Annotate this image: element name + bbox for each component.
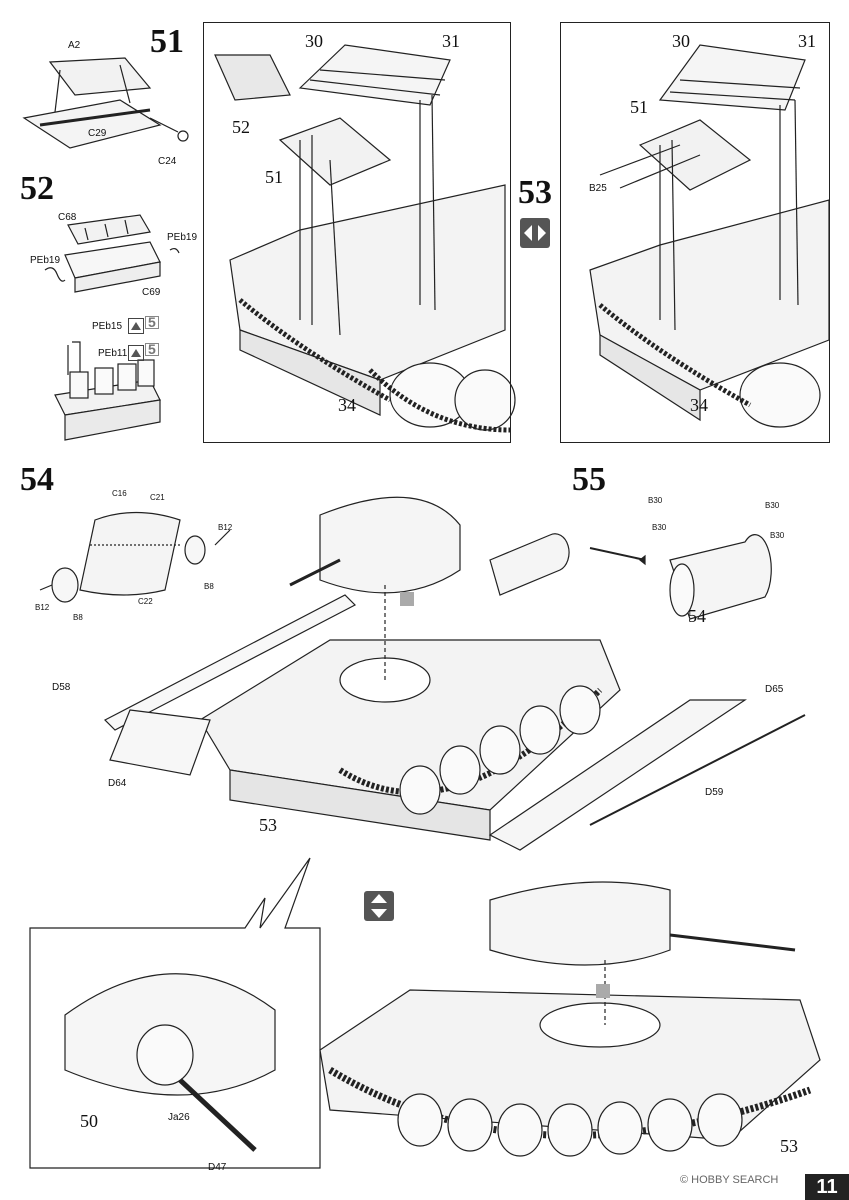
watermark: © HOBBY SEARCH	[680, 1174, 779, 1186]
label-d64: D64	[108, 778, 127, 789]
label-53-final: 53	[780, 1136, 798, 1156]
label-b8-right: B8	[204, 582, 214, 591]
label-34-left: 34	[338, 395, 356, 415]
page-number: 11	[805, 1174, 849, 1200]
label-c21: C21	[150, 493, 165, 502]
step-51-number: 51	[150, 23, 184, 60]
label-peb15: PEb15	[92, 321, 123, 332]
label-b25: B25	[589, 183, 607, 194]
label-c16: C16	[112, 489, 127, 498]
step-55-number: 55	[572, 461, 606, 498]
label-31-right: 31	[798, 31, 816, 51]
label-54: 54	[688, 606, 706, 626]
label-53-step54: 53	[259, 815, 277, 835]
label-b30-2: B30	[765, 501, 780, 510]
label-50: 50	[80, 1111, 98, 1131]
label-peb19-right: PEb19	[167, 232, 198, 243]
label-30-right: 30	[672, 31, 690, 51]
label-c68: C68	[58, 212, 77, 223]
alignment-marker-icon	[400, 592, 414, 606]
photo-etch-icon	[128, 318, 144, 334]
label-c29: C29	[88, 128, 107, 139]
label-b30-1: B30	[648, 496, 663, 505]
label-peb15-qty: 5	[145, 315, 159, 329]
label-31-left: 31	[442, 31, 460, 51]
label-52: 52	[232, 117, 250, 137]
label-peb19-left: PEb19	[30, 255, 61, 266]
photo-etch-icon	[128, 345, 144, 361]
label-51-right: 51	[630, 97, 648, 117]
label-b12-left: B12	[35, 603, 50, 612]
label-a2: A2	[68, 40, 81, 51]
label-d59: D59	[705, 787, 724, 798]
rotate-view-icon	[364, 891, 394, 921]
alignment-marker-icon	[596, 984, 610, 998]
label-c24: C24	[158, 156, 177, 167]
swap-view-icon	[520, 218, 550, 248]
label-30-left: 30	[305, 31, 323, 51]
label-b30-4: B30	[770, 531, 785, 540]
step-52-number: 52	[20, 170, 54, 207]
label-d58: D58	[52, 682, 71, 693]
step-53-right-frame	[560, 22, 830, 443]
label-b12-right: B12	[218, 523, 233, 532]
label-c22: C22	[138, 597, 153, 606]
label-d65: D65	[765, 684, 784, 695]
label-ja26: Ja26	[168, 1112, 190, 1123]
step-54-number: 54	[20, 461, 54, 498]
step-53-number: 53	[518, 174, 552, 211]
label-34-right: 34	[690, 395, 708, 415]
step-53-left-frame	[203, 22, 511, 443]
label-b30-3: B30	[652, 523, 667, 532]
label-peb11-qty: 5	[145, 342, 159, 356]
label-51-left: 51	[265, 167, 283, 187]
label-d47: D47	[208, 1162, 227, 1173]
label-peb11: PEb11	[98, 348, 128, 359]
label-c69: C69	[142, 287, 161, 298]
label-b8-left: B8	[73, 613, 83, 622]
